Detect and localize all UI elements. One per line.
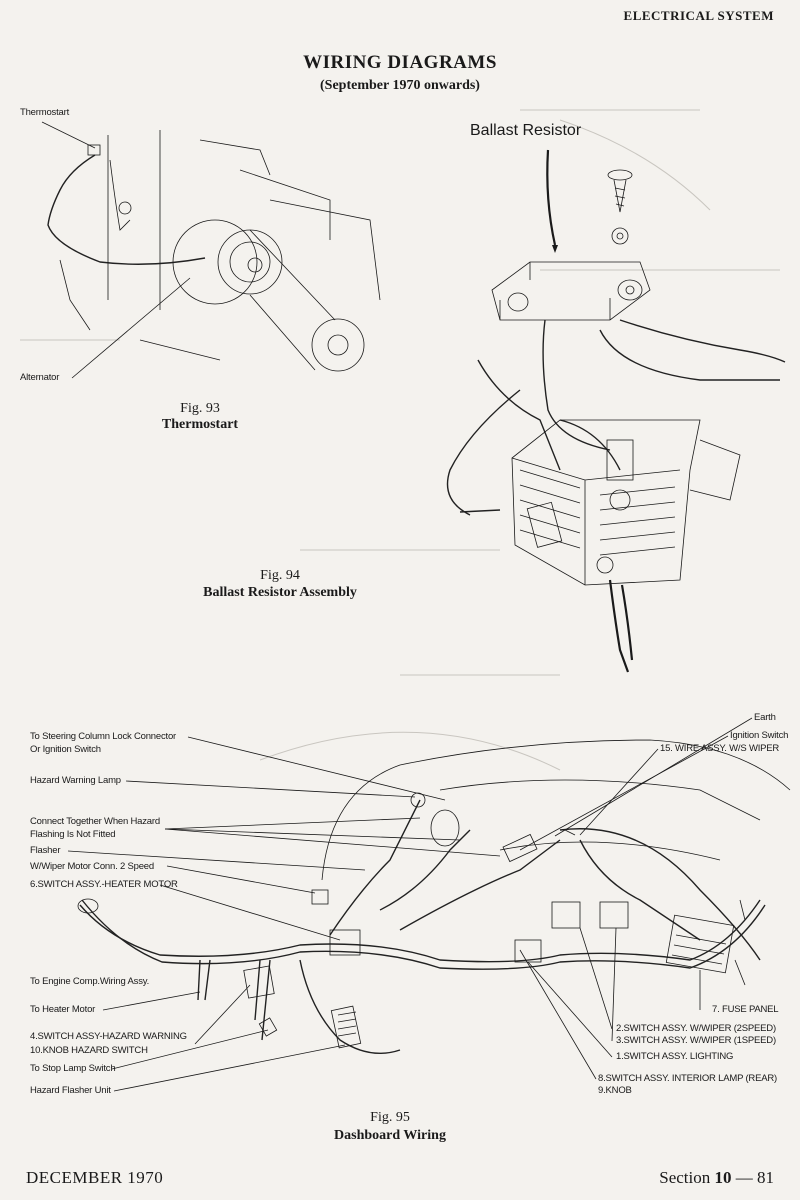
fig93-name: Thermostart	[161, 417, 239, 432]
label-to-heater-motor: To Heater Motor	[30, 1004, 96, 1015]
footer-page-number: 81	[757, 1168, 774, 1187]
label-fuse-panel: 7. FUSE PANEL	[712, 1004, 779, 1015]
label-hazard-warning-switch: 4.SWITCH ASSY-HAZARD WARNING	[30, 1031, 187, 1042]
label-wiper-motor-conn: W/Wiper Motor Conn. 2 Speed	[30, 861, 154, 872]
fig95-drawing	[77, 739, 791, 1055]
label-earth: Earth	[754, 712, 776, 723]
footer-section-prefix: Section	[659, 1168, 711, 1187]
label-wiper-wire-assy: 15. WIRE ASSY. W/S WIPER	[660, 743, 780, 754]
label-interior-lamp-switch: 8.SWITCH ASSY. INTERIOR LAMP (REAR)	[598, 1073, 777, 1084]
label-hazard-flasher-unit: Hazard Flasher Unit	[30, 1085, 111, 1096]
label-knob: 9.KNOB	[598, 1085, 632, 1096]
fig94-drawing	[446, 149, 786, 673]
fig93-drawing	[41, 121, 381, 379]
label-ballast-resistor: Ballast Resistor	[470, 122, 582, 139]
label-hazard-warning-lamp: Hazard Warning Lamp	[30, 775, 121, 786]
footer-section: Section 10 — 81	[659, 1168, 774, 1188]
fig95-number: Fig. 95	[370, 1110, 410, 1125]
label-engine-comp-wiring: To Engine Comp.Wiring Assy.	[30, 976, 150, 987]
label-or-ignition-switch: Or Ignition Switch	[30, 744, 101, 755]
label-wiper-switch-2speed: 2.SWITCH ASSY. W/WIPER (2SPEED)	[616, 1023, 776, 1034]
fig95-leaders-left	[67, 736, 501, 1092]
footer-separator: —	[735, 1168, 753, 1187]
label-stop-lamp-switch: To Stop Lamp Switch	[30, 1063, 116, 1074]
page-subtitle: (September 1970 onwards)	[320, 78, 480, 93]
label-connect-together: Connect Together When Hazard	[30, 816, 160, 827]
label-ignition-switch: Ignition Switch	[730, 730, 789, 741]
label-steering-column-lock: To Steering Column Lock Connector	[30, 731, 177, 742]
footer-date: DECEMBER 1970	[26, 1168, 164, 1187]
label-wiper-switch-1speed: 3.SWITCH ASSY. W/WIPER (1SPEED)	[616, 1035, 776, 1046]
ghost-print-through	[20, 109, 780, 771]
label-thermostart: Thermostart	[20, 107, 70, 118]
label-alternator: Alternator	[20, 372, 60, 383]
page-title: WIRING DIAGRAMS	[303, 52, 497, 73]
label-flashing-not-fitted: Flashing Is Not Fitted	[30, 829, 116, 840]
fig94-name: Ballast Resistor Assembly	[203, 585, 357, 600]
footer-section-number: 10	[714, 1168, 732, 1187]
section-header: ELECTRICAL SYSTEM	[623, 8, 774, 23]
label-lighting-switch: 1.SWITCH ASSY. LIGHTING	[616, 1051, 734, 1062]
label-hazard-switch-knob: 10.KNOB HAZARD SWITCH	[30, 1045, 148, 1056]
label-flasher: Flasher	[30, 845, 61, 856]
fig95-name: Dashboard Wiring	[334, 1128, 446, 1143]
label-heater-motor-switch: 6.SWITCH ASSY.-HEATER MOTOR	[30, 879, 178, 890]
fig95-leaders-right	[519, 717, 753, 1080]
fig94-number: Fig. 94	[260, 568, 300, 583]
fig93-number: Fig. 93	[180, 401, 220, 416]
